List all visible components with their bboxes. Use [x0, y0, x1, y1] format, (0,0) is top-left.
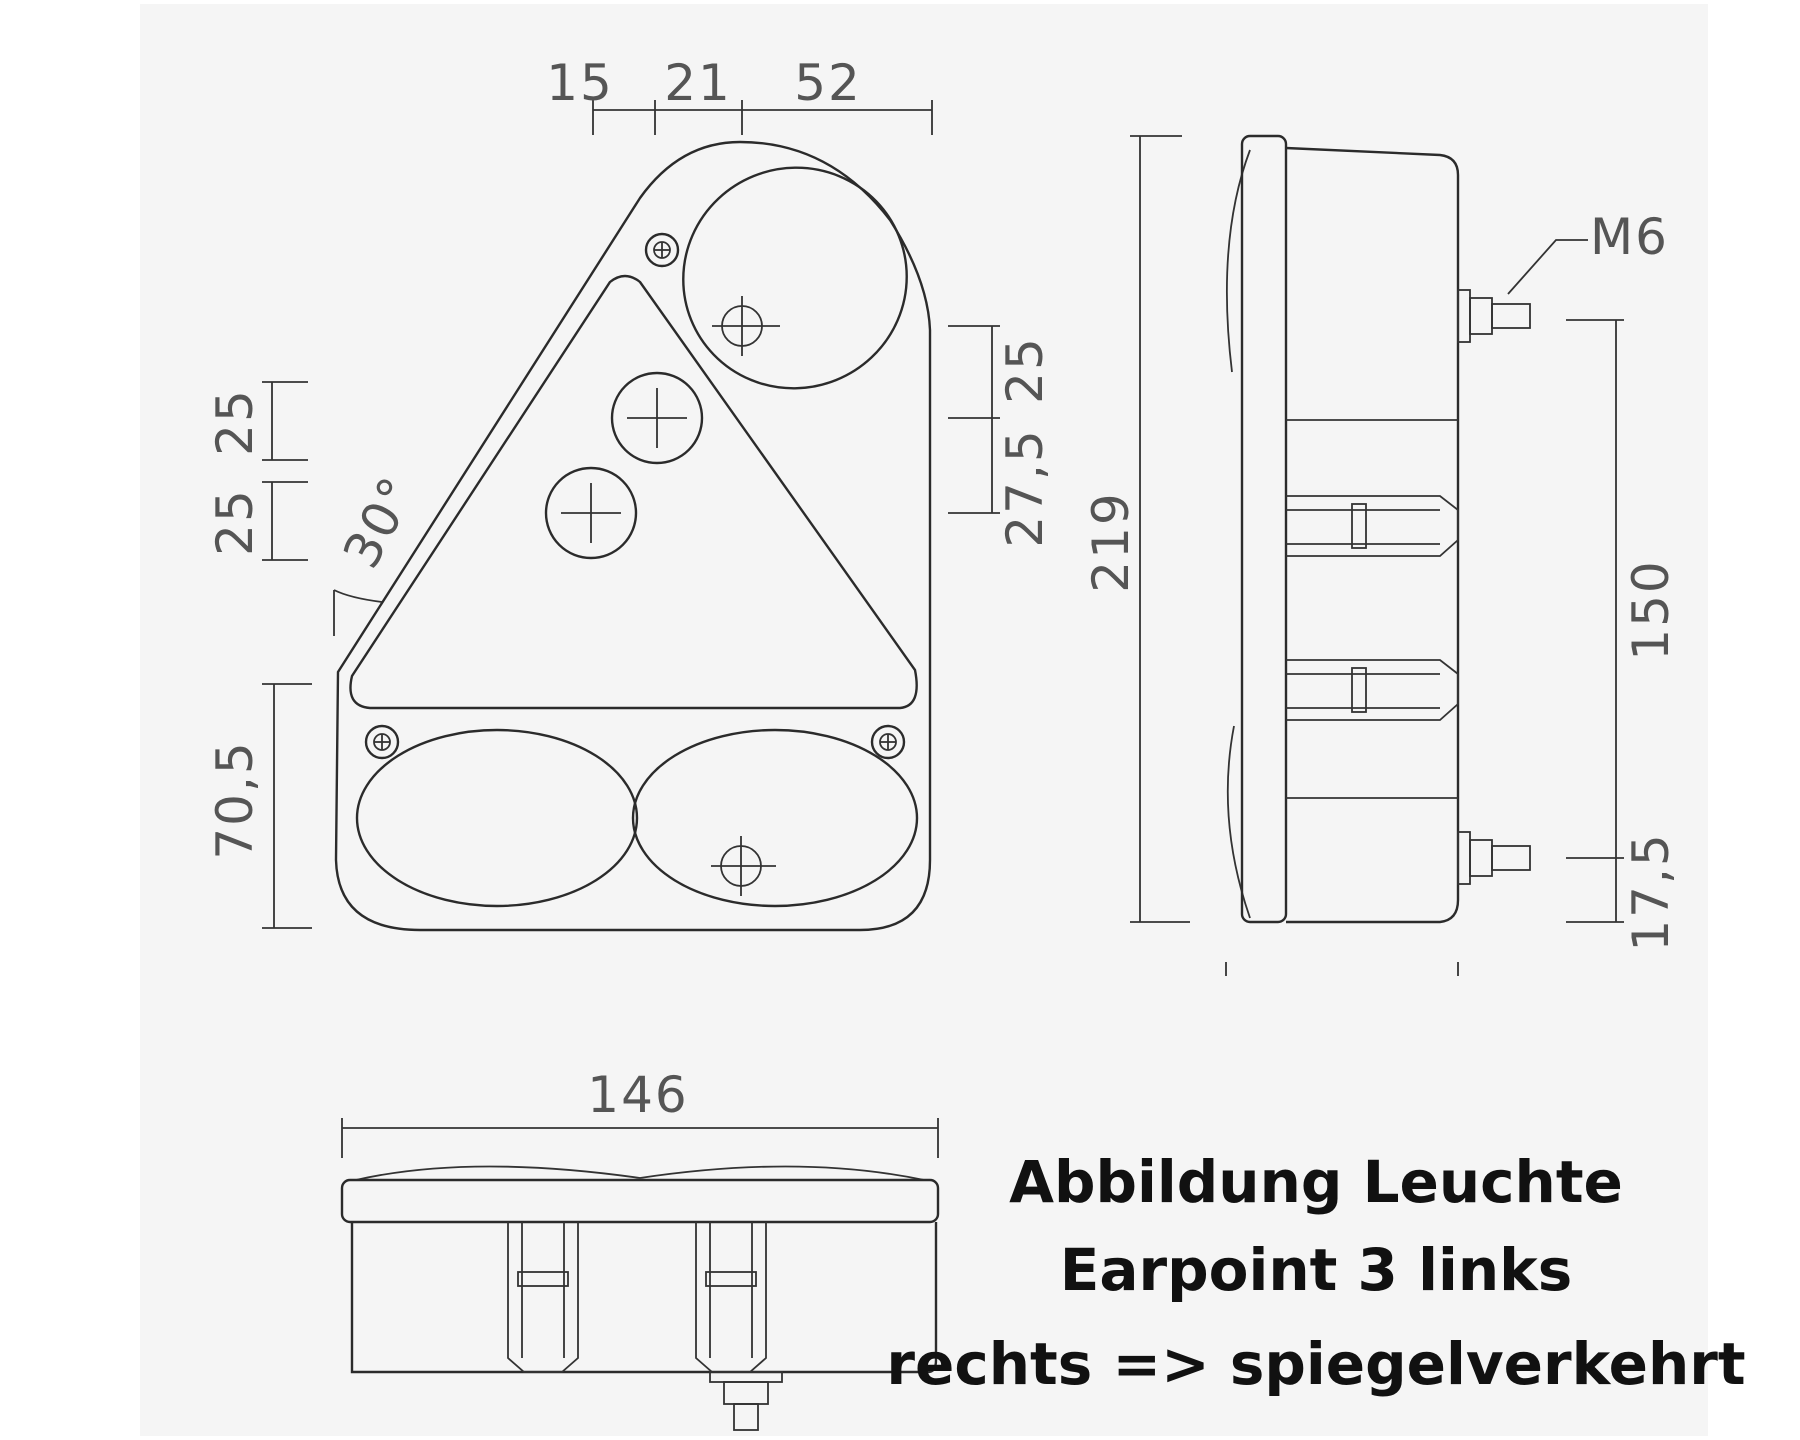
connector-bracket	[507, 1222, 579, 1373]
dim-left-3: 70,5	[206, 740, 264, 859]
bolt-icon	[1457, 831, 1531, 885]
bottom-view: 146	[340, 1066, 940, 1431]
dim-left-1: 25	[206, 388, 264, 456]
dim-right-2: 27,5	[996, 428, 1054, 547]
bolt-spacing-label: 150	[1622, 559, 1680, 660]
dim-top-2: 21	[664, 54, 732, 112]
connector-bracket	[695, 1222, 767, 1373]
dim-right-1: 25	[996, 336, 1054, 404]
caption-line-1: Abbildung Leuchte	[1009, 1148, 1623, 1216]
dim-top-3: 52	[794, 54, 862, 112]
lower-left-lamp-lens	[355, 728, 639, 908]
width-label: 146	[587, 1066, 688, 1124]
bolt-mark	[711, 836, 776, 896]
front-view: 15 21 52 25 25 70,5 30° 25	[206, 54, 1054, 932]
front-housing-outline	[334, 140, 932, 932]
height-label: 219	[1082, 491, 1140, 592]
upper-lamp-lens	[682, 166, 908, 390]
screw-icon	[870, 724, 906, 760]
thread-label: M6	[1590, 208, 1669, 266]
side-housing	[1285, 146, 1460, 924]
side-view: M6 219 150 17,5	[1082, 134, 1680, 976]
angle-label: 30°	[332, 467, 428, 578]
left-dimension-lines	[262, 381, 312, 929]
screw-icon	[364, 724, 400, 760]
caption-line-3: rechts => spiegelverkehrt	[886, 1330, 1745, 1398]
thread-leader	[1507, 239, 1588, 295]
bolt-icon	[709, 1371, 783, 1431]
connector-bracket	[1286, 659, 1459, 721]
right-dimension-lines	[948, 325, 1000, 514]
screw-icon	[644, 232, 680, 268]
mount-hole	[544, 466, 638, 560]
bolt-offset-label: 17,5	[1622, 832, 1680, 951]
bolt-dimension-lines	[1566, 319, 1624, 923]
angle-arc	[333, 589, 383, 603]
drawing-sheet	[140, 4, 1708, 1436]
bottom-housing	[350, 1222, 938, 1374]
reflector-triangle	[349, 274, 918, 710]
bolt-mark	[712, 296, 780, 356]
height-dimension-lines	[1130, 135, 1190, 923]
lower-right-lamp-lens	[631, 728, 919, 908]
dim-top-1: 15	[546, 54, 614, 112]
top-dimension-lines	[592, 100, 933, 135]
dim-left-2: 25	[206, 488, 264, 556]
side-rim	[1240, 134, 1288, 924]
caption-line-2: Earpoint 3 links	[1060, 1236, 1573, 1304]
width-dimension-lines	[341, 1118, 939, 1158]
connector-bracket	[1286, 495, 1459, 557]
bolt-icon	[1457, 289, 1531, 343]
mount-hole	[610, 371, 704, 465]
bottom-rim	[340, 1178, 940, 1224]
